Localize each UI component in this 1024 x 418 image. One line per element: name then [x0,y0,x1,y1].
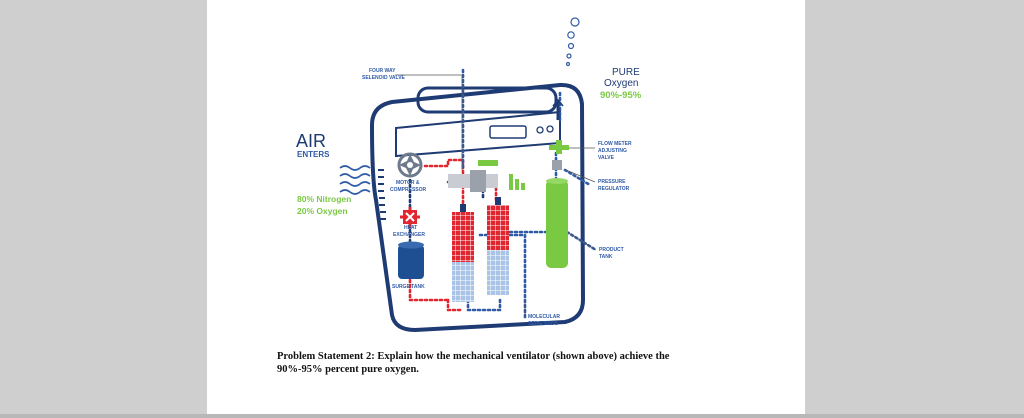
four-way-valve-label-2: SELENOID VALVE [362,75,406,81]
surge-tank [398,241,424,279]
problem-statement: Problem Statement 2: Explain how the mec… [277,350,757,376]
problem-statement-line-1: Problem Statement 2: Explain how the mec… [277,351,670,362]
display [489,125,527,139]
flow-meter-valve [549,140,569,154]
bubbles [565,17,580,67]
purity-label: 90%-95% [600,90,642,101]
leader-lines [395,74,597,316]
oxygen-out-label: Oxygen [604,78,638,89]
flow-meter-label-2: ADJUSTING [598,148,627,154]
surge-tank-label: SURGE TANK [392,284,425,290]
pressure-regulator-label-2: REGULATOR [598,186,630,192]
motor-compressor [397,152,423,178]
nitrogen-label: 80% Nitrogen [297,194,351,204]
molecular-sieve-bed-right [487,197,509,295]
heat-exchanger-label-1: HEAT [404,225,417,231]
left-margin [0,0,207,418]
sieve-beds-label-2: SEIVE BEDS [528,321,559,327]
heat-exchanger-label-2: EXCHANGER [393,232,425,238]
oxygen-in-label: 20% Oxygen [297,206,348,216]
motor-label-2: COMPRESSOR [390,187,427,193]
four-way-valve [448,160,525,192]
flow-meter-label-3: VALVE [598,155,615,161]
air-subtitle: ENTERS [297,150,330,159]
pressure-regulator-label-1: PRESSURE [598,179,626,185]
product-tank-label-2: TANK [599,254,613,260]
heat-exchanger [400,207,420,227]
air-title: AIR [296,131,326,151]
flow-meter-label-1: FLOW METER [598,141,632,147]
pure-label: PURE [612,67,640,78]
concentrator-body [369,82,586,333]
motor-label-1: MOTOR & [396,180,420,186]
four-way-valve-label-1: FOUR WAY [369,68,396,74]
oxygen-outlet [552,98,564,120]
molecular-sieve-bed-left [452,204,474,302]
right-margin [805,0,1024,418]
bottom-border [0,414,1024,418]
air-flow-lines [339,165,371,195]
problem-statement-line-2: 90%-95% percent pure oxygen. [277,364,419,375]
product-tank-label-1: PRODUCT [599,247,624,253]
handle [416,86,558,114]
pressure-regulator [552,160,562,170]
product-tank [546,178,568,268]
sieve-beds-label-1: MOLECULAR [528,314,560,320]
intake-vent [378,169,386,220]
